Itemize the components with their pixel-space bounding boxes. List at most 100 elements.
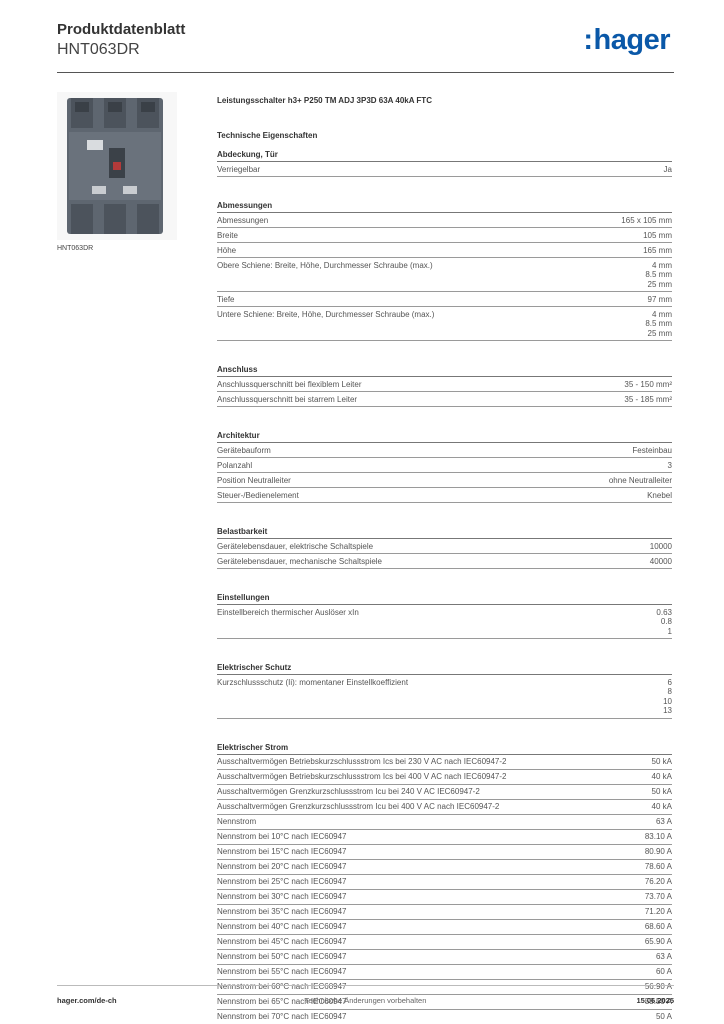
group-title: Elektrischer Strom <box>217 741 672 755</box>
spec-label: Nennstrom bei 10°C nach IEC60947 <box>217 832 347 841</box>
spec-value: 50 A <box>655 1012 672 1021</box>
group-title: Einstellungen <box>217 591 672 605</box>
spec-values: 3 <box>668 461 672 471</box>
spec-values: 165 mm <box>643 246 672 256</box>
spec-value: ohne Neutralleiter <box>608 475 672 485</box>
spec-label: Nennstrom bei 20°C nach IEC60947 <box>217 862 347 871</box>
group-spacer <box>217 503 672 517</box>
spec-value: 68.60 A <box>644 922 672 931</box>
group-title: Belastbarkeit <box>217 525 672 539</box>
spec-value: 40 kA <box>651 772 672 781</box>
spec-row: Nennstrom bei 20°C nach IEC60947 78.60 A <box>217 860 672 875</box>
spec-row: Nennstrom bei 35°C nach IEC60947 71.20 A <box>217 905 672 920</box>
spec-row: Abmessungen 165 x 105 mm <box>217 213 672 228</box>
spec-label: Ausschaltvermögen Betriebskurzschlussstr… <box>217 757 507 766</box>
spec-value: 78.60 A <box>644 862 672 871</box>
spec-label: Ausschaltvermögen Grenzkurzschlussstrom … <box>217 802 500 811</box>
spec-value: 83.10 A <box>644 832 672 841</box>
spec-values: 165 x 105 mm <box>621 216 672 226</box>
spec-value: 40 kA <box>651 802 672 811</box>
spec-label: Nennstrom bei 35°C nach IEC60947 <box>217 907 347 916</box>
spec-label: Nennstrom bei 65°C nach IEC60947 <box>217 997 347 1006</box>
spec-value: 0.63 <box>656 607 672 617</box>
spec-values: 68.60 A <box>645 922 672 932</box>
spec-label: Tiefe <box>217 294 235 304</box>
spec-row: Ausschaltvermögen Grenzkurzschlussstrom … <box>217 800 672 815</box>
footer-notice: Technische Änderungen vorbehalten <box>304 996 427 1005</box>
footer-website[interactable]: hager.com/de-ch <box>57 996 117 1005</box>
spec-row: Nennstrom 63 A <box>217 815 672 830</box>
spec-value: 1 <box>667 626 672 636</box>
section-heading: Technische Eigenschaften <box>217 131 318 140</box>
spec-value: 63 A <box>655 952 672 961</box>
product-image <box>57 92 177 240</box>
hager-logo: :hager <box>583 24 671 56</box>
spec-label: Nennstrom bei 50°C nach IEC60947 <box>217 952 347 961</box>
spec-label: Nennstrom bei 55°C nach IEC60947 <box>217 967 347 976</box>
spec-values: 63 A <box>656 817 672 827</box>
spec-value: 97 mm <box>647 294 672 304</box>
spec-label: Ausschaltvermögen Grenzkurzschlussstrom … <box>217 787 480 796</box>
spec-value: 10 <box>663 696 672 706</box>
spec-value: 80.90 A <box>644 847 672 856</box>
spec-value: 4 mm <box>652 309 672 319</box>
spec-value: 63 A <box>655 817 672 826</box>
spec-label: Obere Schiene: Breite, Höhe, Durchmesser… <box>217 260 433 270</box>
header-divider <box>57 72 674 73</box>
product-name: Leistungsschalter h3+ P250 TM ADJ 3P3D 6… <box>217 96 432 105</box>
spec-values: 50 A <box>656 1012 672 1022</box>
group-spacer <box>217 719 672 733</box>
logo-text: hager <box>593 24 671 56</box>
spec-value: 40000 <box>649 556 672 566</box>
spec-label: Nennstrom <box>217 817 257 826</box>
group-title: Abdeckung, Tür <box>217 148 672 162</box>
spec-value: 71.20 A <box>644 907 672 916</box>
spec-value: 65.90 A <box>644 937 672 946</box>
spec-label: Nennstrom bei 60°C nach IEC60947 <box>217 982 347 991</box>
spec-row: Nennstrom bei 65°C nach IEC60947 53.50 A <box>217 995 672 1010</box>
image-caption: HNT063DR <box>57 245 94 252</box>
spec-value: Ja <box>663 164 672 174</box>
spec-row: Gerätelebensdauer, elektrische Schaltspi… <box>217 539 672 554</box>
spec-value: 165 x 105 mm <box>621 215 672 225</box>
group-spacer <box>217 639 672 653</box>
spec-label: Abmessungen <box>217 215 269 225</box>
spec-row: Nennstrom bei 25°C nach IEC60947 76.20 A <box>217 875 672 890</box>
spec-label: Steuer-/Bedienelement <box>217 490 299 500</box>
spec-value: 50 kA <box>651 787 672 796</box>
spec-value: 3 <box>667 460 672 470</box>
spec-value: 60 A <box>655 967 672 976</box>
spec-label: Nennstrom bei 30°C nach IEC60947 <box>217 892 347 901</box>
spec-values: 63 A <box>656 952 672 962</box>
spec-row: Anschlussquerschnitt bei flexiblem Leite… <box>217 377 672 392</box>
spec-values: 40 kA <box>652 772 672 782</box>
spec-label: Gerätebauform <box>217 445 271 455</box>
spec-label: Nennstrom bei 45°C nach IEC60947 <box>217 937 347 946</box>
spec-value: 76.20 A <box>644 877 672 886</box>
spec-values: 53.50 A <box>645 997 672 1007</box>
spec-label: Nennstrom bei 25°C nach IEC60947 <box>217 877 347 886</box>
spec-row: Ausschaltvermögen Grenzkurzschlussstrom … <box>217 785 672 800</box>
footer-divider <box>57 985 674 986</box>
page-header: Produktdatenblatt HNT063DR :hager <box>57 20 674 68</box>
group-spacer <box>217 341 672 355</box>
spec-value: 73.70 A <box>644 892 672 901</box>
spec-row: Nennstrom bei 55°C nach IEC60947 60 A <box>217 965 672 980</box>
spec-values: 35 - 150 mm² <box>624 380 672 390</box>
spec-value: 25 mm <box>647 279 672 289</box>
spec-values: 83.10 A <box>645 832 672 842</box>
spec-label: Ausschaltvermögen Betriebskurzschlussstr… <box>217 772 507 781</box>
